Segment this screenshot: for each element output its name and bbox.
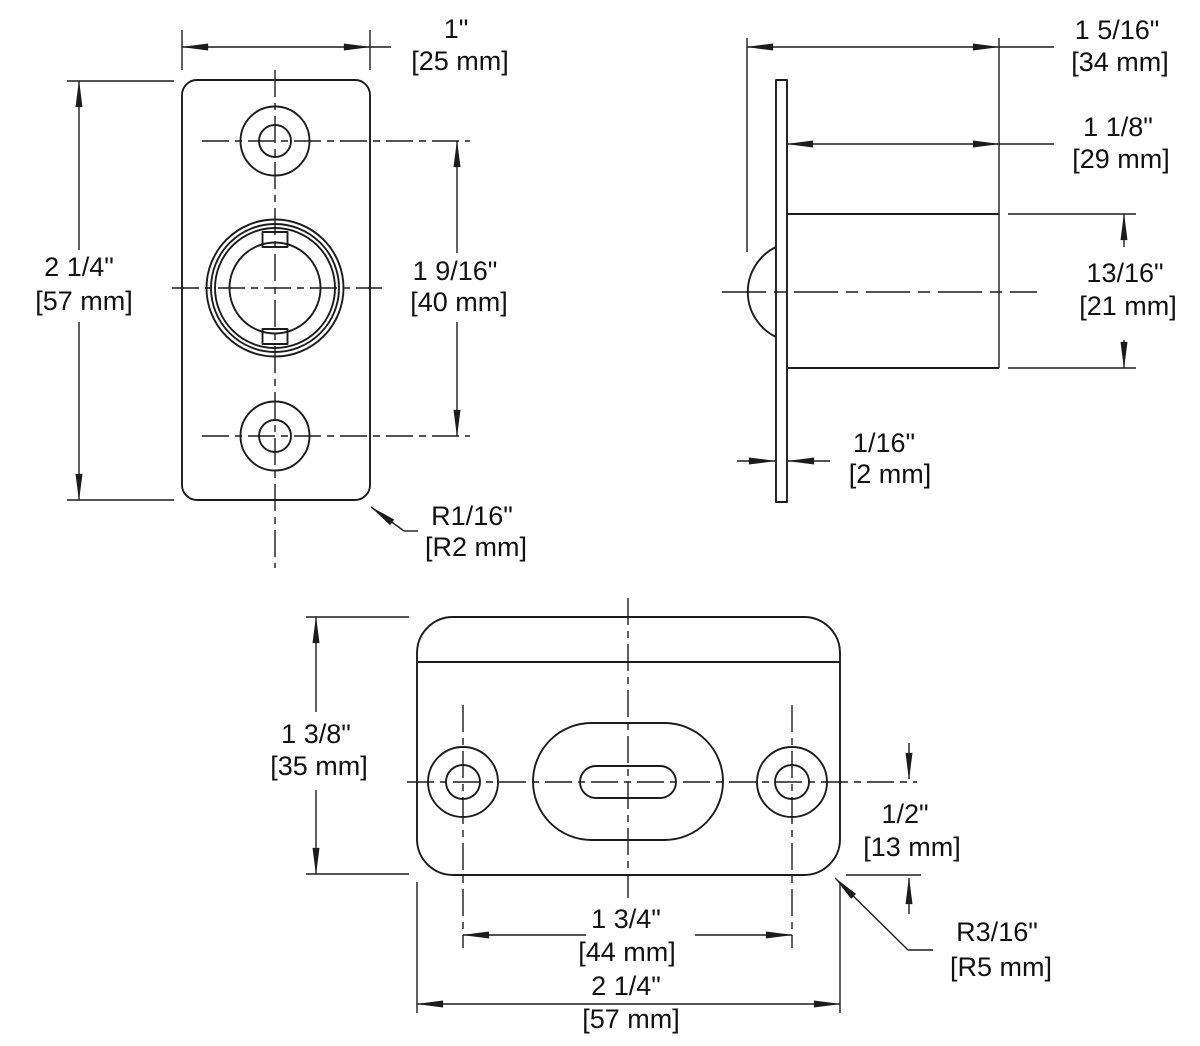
faceplate-edge-outline — [775, 79, 788, 503]
strike-width-imperial-label: 2 1/4" — [591, 971, 661, 1001]
strike-plate-view: 1 3/8" [35 mm] 1/2" [13 mm] 1 3/4" [44 m… — [270, 598, 1052, 1034]
front-hole-spacing-metric-label: [40 mm] — [410, 287, 508, 317]
front-height-imperial-label: 2 1/4" — [44, 252, 114, 282]
leader-line — [370, 506, 405, 532]
side-view: 1 5/16" [34 mm] 1 1/8" [29 mm] 13/16" [2… — [722, 15, 1177, 503]
front-height-metric-label: [57 mm] — [35, 286, 133, 316]
dim-front-width: 1" [25 mm] — [180, 14, 509, 76]
strike-corner-radius-metric-label: [R5 mm] — [950, 952, 1052, 982]
front-corner-radius-metric-label: [R2 mm] — [425, 532, 527, 562]
dim-strike-hole-spacing: 1 3/4" [44 mm] — [461, 904, 794, 967]
side-body-diameter-metric-label: [21 mm] — [1079, 291, 1177, 321]
strike-height-metric-label: [35 mm] — [270, 751, 368, 781]
dim-side-body-diameter: 13/16" [21 mm] — [1008, 212, 1177, 370]
side-overall-depth-imperial-label: 1 5/16" — [1075, 15, 1160, 45]
front-width-metric-label: [25 mm] — [411, 46, 509, 76]
strike-height-imperial-label: 1 3/8" — [281, 719, 351, 749]
front-view: 1" [25 mm] 2 1/4" [57 mm] 1 9/16" [40 mm… — [35, 14, 527, 568]
dim-strike-height: 1 3/8" [35 mm] — [270, 615, 409, 876]
dim-side-faceplate-thickness: 1/16" [2 mm] — [737, 428, 931, 489]
front-hole-spacing-imperial-label: 1 9/16" — [413, 256, 498, 286]
side-body-depth-imperial-label: 1 1/8" — [1083, 112, 1153, 142]
strike-edge-offset-imperial-label: 1/2" — [881, 799, 928, 829]
front-width-imperial-label: 1" — [444, 14, 469, 44]
dim-strike-edge-offset: 1/2" [13 mm] — [846, 743, 961, 914]
strike-corner-radius-imperial-label: R3/16" — [956, 917, 1038, 947]
dim-side-body-depth: 1 1/8" [29 mm] — [785, 112, 1170, 174]
side-faceplate-thickness-metric-label: [2 mm] — [849, 459, 932, 489]
callout-front-corner-radius: R1/16" [R2 mm] — [370, 501, 527, 562]
side-body-depth-metric-label: [29 mm] — [1072, 144, 1170, 174]
front-centerlines — [172, 70, 470, 568]
strike-hole-spacing-metric-label: [44 mm] — [578, 937, 676, 967]
side-body-diameter-imperial-label: 13/16" — [1086, 258, 1163, 288]
dim-side-overall-depth: 1 5/16" [34 mm] — [745, 15, 1169, 368]
dim-front-height: 2 1/4" [57 mm] — [35, 79, 174, 502]
side-overall-depth-metric-label: [34 mm] — [1071, 47, 1169, 77]
strike-centerlines — [407, 598, 917, 948]
strike-width-metric-label: [57 mm] — [582, 1004, 680, 1034]
strike-edge-offset-metric-label: [13 mm] — [863, 832, 961, 862]
strike-hole-spacing-imperial-label: 1 3/4" — [591, 904, 661, 934]
side-part-outline — [746, 79, 999, 503]
dim-strike-width: 2 1/4" [57 mm] — [415, 882, 842, 1034]
faceplate-outline — [181, 79, 371, 501]
side-faceplate-thickness-imperial-label: 1/16" — [853, 428, 915, 458]
retainer-tab-bottom — [261, 328, 289, 345]
front-corner-radius-imperial-label: R1/16" — [431, 501, 513, 531]
leader-line — [834, 877, 909, 951]
callout-strike-corner-radius: R3/16" [R5 mm] — [834, 877, 1052, 982]
dim-front-hole-spacing: 1 9/16" [40 mm] — [410, 139, 508, 438]
